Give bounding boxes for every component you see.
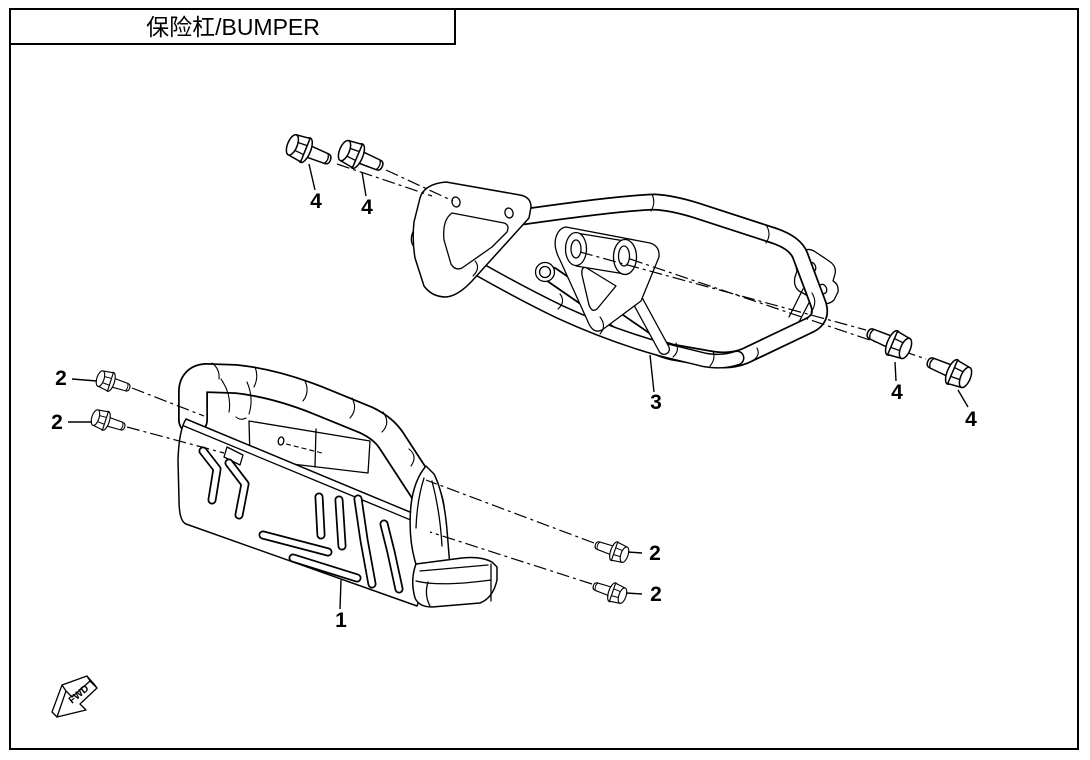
part3-left-bracket bbox=[412, 181, 532, 298]
callout-label-1: 1 bbox=[335, 609, 347, 632]
part1-mount-tab bbox=[223, 446, 244, 466]
callout-label-4-right-a: 4 bbox=[891, 381, 903, 404]
part1-skid-plate bbox=[177, 418, 447, 607]
part1-back-plate-hole bbox=[277, 436, 285, 446]
part-1-front-bumper-drawing: 1 bbox=[177, 362, 498, 632]
callout-leader-2-bottom-b bbox=[625, 592, 643, 595]
part1-skid-plate-slots bbox=[198, 446, 404, 594]
part3-small-tube-end bbox=[534, 261, 556, 283]
part1-hole-leader-line bbox=[285, 443, 323, 454]
callout-label-3: 3 bbox=[650, 391, 662, 414]
page-border bbox=[9, 8, 1079, 750]
callout-leader-4-top-a bbox=[308, 163, 316, 191]
callout-leader-2-bottom-a bbox=[627, 551, 643, 554]
part3-bolt-axis-lines bbox=[336, 163, 927, 360]
callout-label-2-left-a: 2 bbox=[55, 367, 67, 390]
part3-center-bushing-bracket bbox=[554, 226, 660, 332]
page-title: 保险杠/BUMPER bbox=[146, 14, 320, 40]
callout-leader-4-right-b bbox=[957, 389, 969, 408]
callout-label-4-right-b: 4 bbox=[965, 408, 977, 431]
callout-label-2-left-b: 2 bbox=[51, 411, 63, 434]
fwd-arrow-icon bbox=[56, 680, 98, 718]
callout-label-2-bottom-a: 2 bbox=[649, 542, 661, 565]
callout-leader-3 bbox=[649, 354, 655, 393]
callout-label-4-top-b: 4 bbox=[361, 196, 373, 219]
fwd-arrow-extrusion bbox=[51, 675, 98, 718]
callout-label-4-top-a: 4 bbox=[310, 190, 322, 213]
callout-leader-4-right-a bbox=[894, 361, 897, 382]
part-3-rear-bumper-drawing: 3 bbox=[410, 181, 839, 414]
title-box-frame bbox=[9, 8, 456, 45]
part1-right-wing bbox=[409, 465, 451, 572]
callout-label-2-bottom-b: 2 bbox=[650, 583, 662, 606]
callout-leader-2-left-a bbox=[71, 378, 98, 382]
part3-tube-segment-marks bbox=[472, 193, 816, 367]
callout-labels: 4 4 2 2 4 4 2 2 bbox=[51, 163, 977, 606]
part1-foot bbox=[412, 556, 498, 608]
title-box: 保险杠/BUMPER bbox=[9, 8, 456, 45]
callout-leader-4-top-b bbox=[361, 171, 367, 197]
callout-leader-1 bbox=[339, 579, 342, 610]
part1-bolt-axis-lines bbox=[126, 387, 595, 585]
